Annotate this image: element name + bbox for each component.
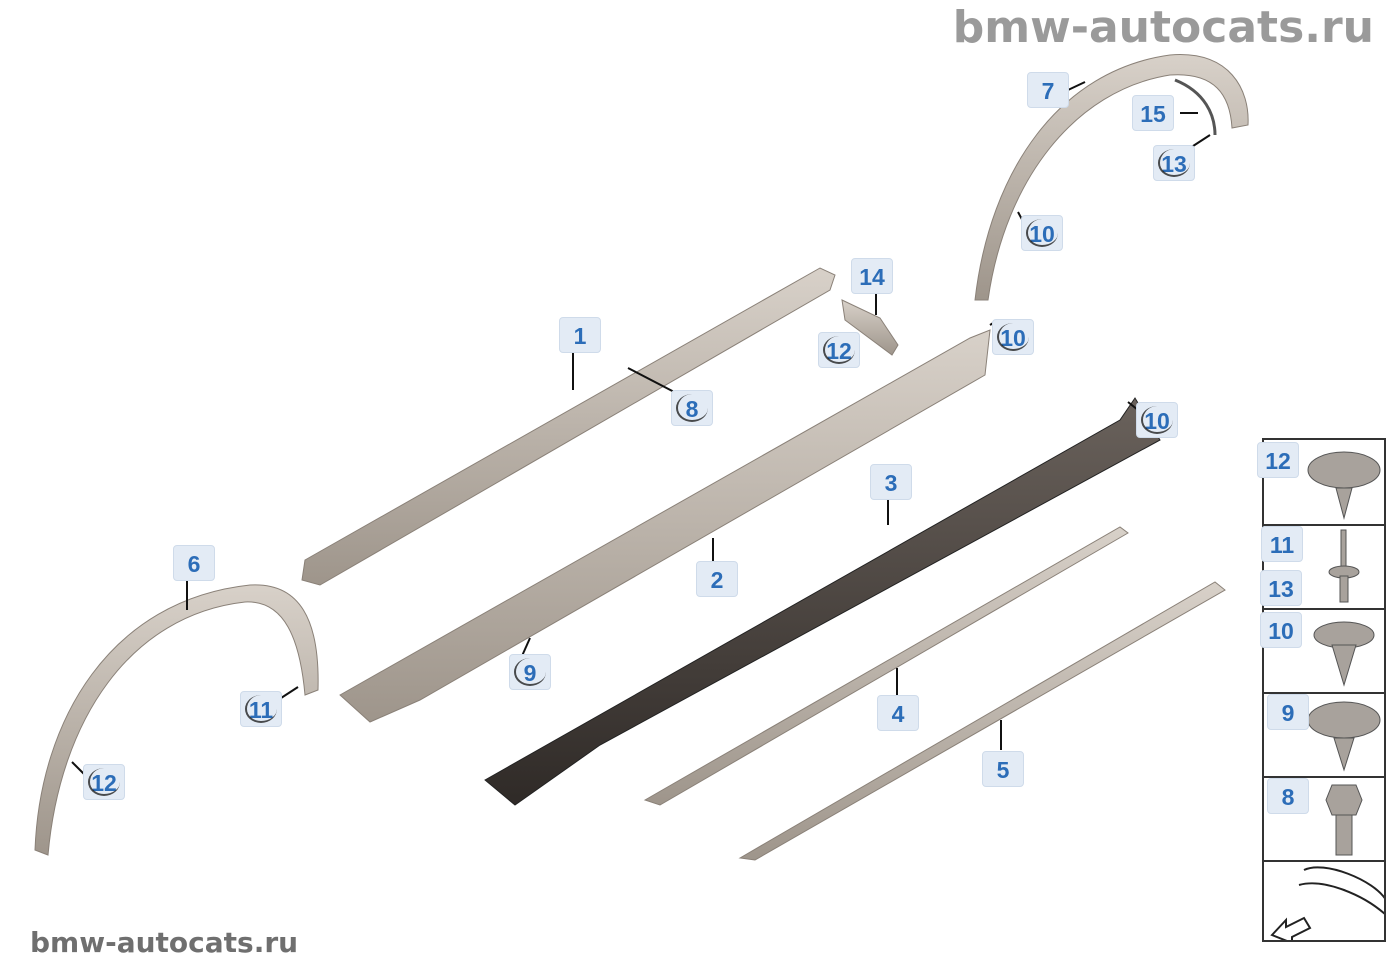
- callout-14[interactable]: 14: [851, 258, 893, 294]
- fastener-illustrations: [1270, 451, 1384, 940]
- callout-3[interactable]: 3: [870, 464, 912, 500]
- part-7-rear-wheel-arch: [974, 54, 1249, 301]
- legend-cell-11-13: [1264, 524, 1384, 610]
- callout-11[interactable]: 11: [240, 691, 282, 727]
- callout-4[interactable]: 4: [877, 695, 919, 731]
- rivet-11-icon: [1340, 529, 1347, 571]
- watermark-top: bmw-autocats.ru: [952, 2, 1374, 53]
- callout-8[interactable]: 8: [671, 390, 713, 426]
- part-3-side-skirt-dark: [484, 397, 1161, 806]
- callout-5[interactable]: 5: [982, 751, 1024, 787]
- vehicle-location-icon: [1270, 866, 1384, 940]
- callout-1[interactable]: 1: [559, 317, 601, 353]
- callout-9[interactable]: 9: [509, 654, 551, 690]
- callout-2[interactable]: 2: [696, 561, 738, 597]
- legend-label-10: 10: [1260, 612, 1302, 648]
- callout-12[interactable]: 12: [818, 332, 860, 368]
- callout-6[interactable]: 6: [173, 545, 215, 581]
- watermark-bottom: bmw-autocats.ru: [30, 926, 299, 959]
- part-1-sill-reinforcement: [301, 267, 836, 586]
- legend-cell-8: [1264, 776, 1384, 862]
- callout-13[interactable]: 13: [1153, 145, 1195, 181]
- bolt-8-icon: [1325, 784, 1363, 816]
- legend-label-8: 8: [1267, 778, 1309, 814]
- clip-12-icon: [1307, 451, 1381, 489]
- part-4-trim-strip: [643, 526, 1129, 806]
- part-2-side-skirt: [339, 329, 991, 723]
- leader-lines: [71, 81, 1211, 776]
- legend-label-12: 12: [1257, 442, 1299, 478]
- callout-10[interactable]: 10: [1021, 215, 1063, 251]
- legend-label-13: 13: [1260, 570, 1302, 606]
- legend-cell-10: [1264, 608, 1384, 694]
- part-15-seal: [1174, 78, 1217, 136]
- callout-12[interactable]: 12: [83, 764, 125, 800]
- callout-15[interactable]: 15: [1132, 95, 1174, 131]
- clip-10-icon: [1313, 621, 1375, 649]
- legend-label-11: 11: [1261, 526, 1303, 562]
- callout-10[interactable]: 10: [1136, 402, 1178, 438]
- legend-label-9: 9: [1267, 694, 1309, 730]
- fastener-legend-panel: 12 11 13 10 9 8: [1257, 438, 1386, 942]
- part-6-front-wheel-arch: [34, 584, 319, 856]
- legend-cell-12: [1264, 440, 1384, 526]
- callout-10[interactable]: 10: [992, 319, 1034, 355]
- clip-9-icon: [1307, 701, 1381, 739]
- callout-7[interactable]: 7: [1027, 72, 1069, 108]
- legend-cell-9: [1264, 692, 1384, 778]
- part-5-trim-strip: [738, 581, 1226, 861]
- part-14-bracket: [841, 299, 899, 356]
